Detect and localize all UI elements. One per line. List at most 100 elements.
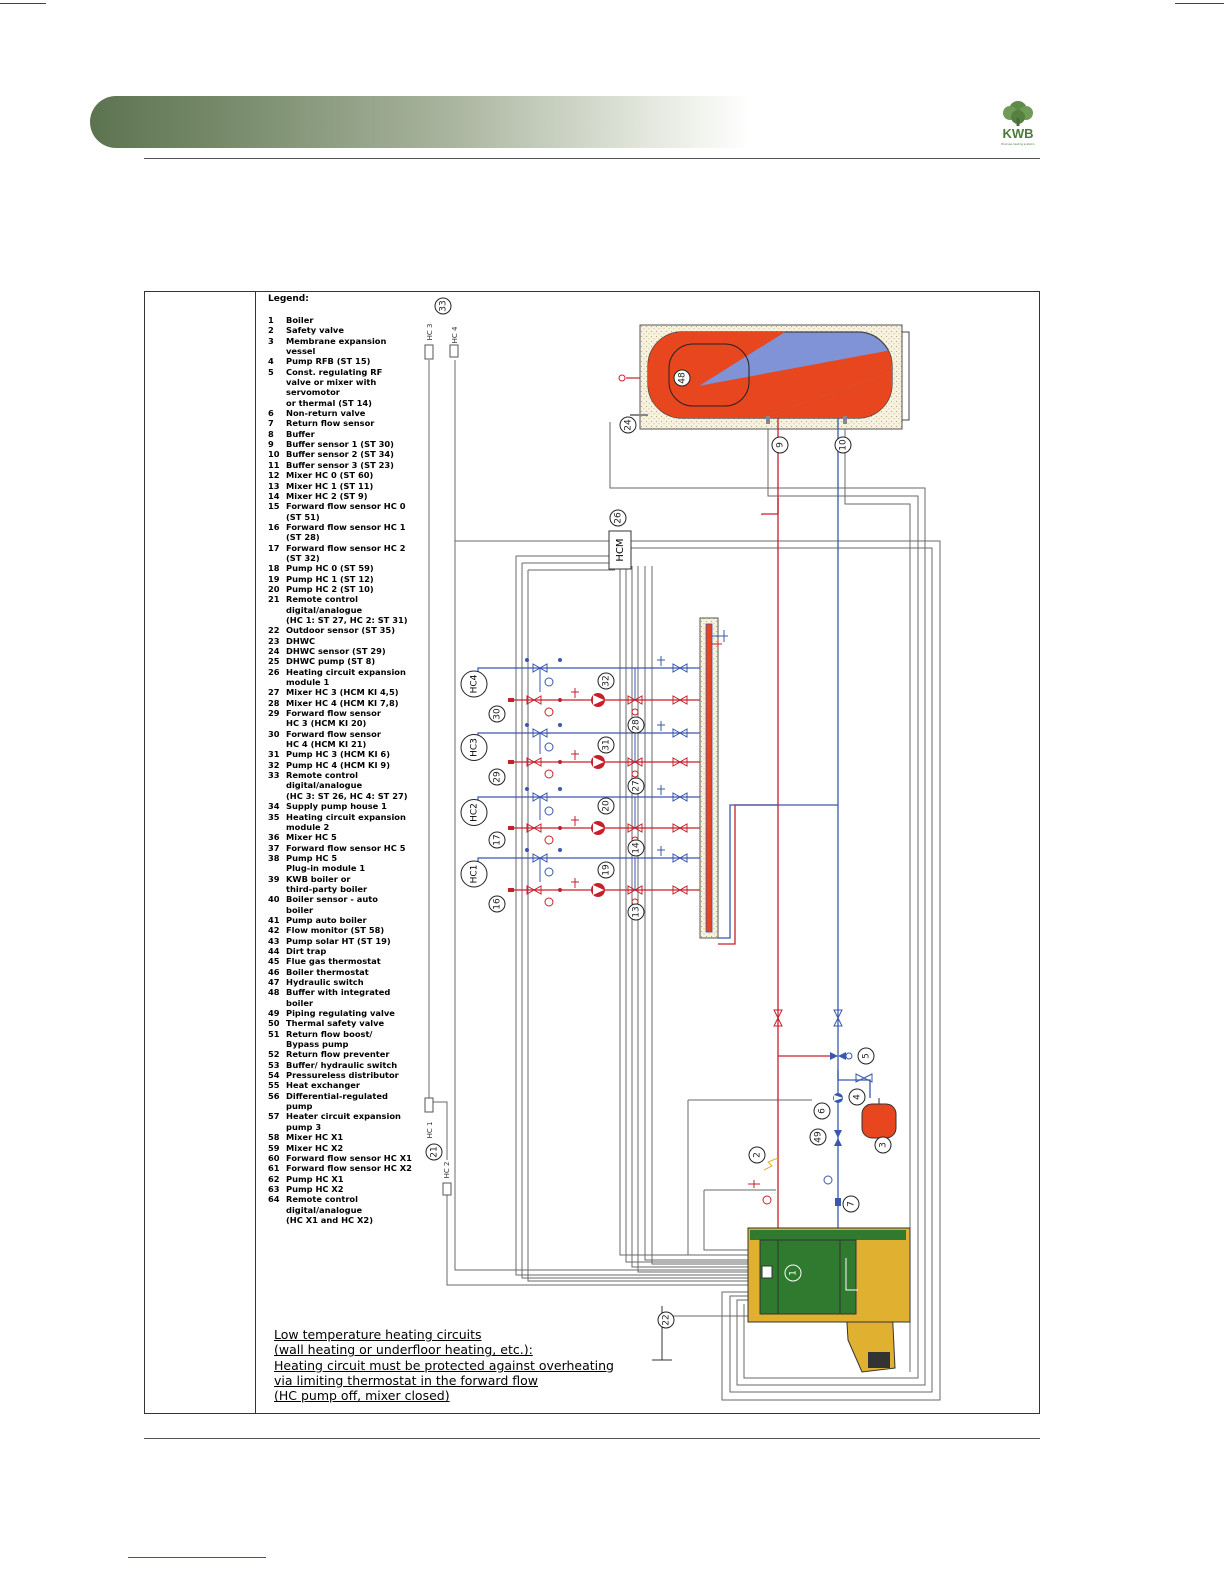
- legend-item-label: Mixer HC 4 (HCM KI 7,8): [286, 697, 399, 708]
- legend-item-label: Pump HC 5 Plug-in module 1: [286, 852, 366, 874]
- remote-label-hc1: HC 1: [426, 1122, 434, 1139]
- legend-item-label: Remote control digital/analogue (HC 3: S…: [286, 770, 408, 801]
- legend-item-label: Mixer HC 1 (ST 11): [286, 480, 374, 491]
- callout-30: [488, 705, 506, 723]
- callout-number: 29: [493, 771, 503, 783]
- callout-number: 28: [632, 719, 642, 731]
- legend-item-label: Mixer HC 0 (ST 60): [286, 470, 374, 481]
- signal-wiring: [428, 360, 941, 1401]
- legend-item-number: 52: [268, 1049, 280, 1060]
- legend-item-label: Forward flow sensor HC 0 (ST 51): [286, 501, 406, 522]
- remote-label-hc3: HC 3: [426, 324, 434, 341]
- legend-item-label: Outdoor sensor (ST 35): [286, 625, 395, 636]
- legend-item-number: 42: [268, 925, 280, 936]
- callout-number: 31: [602, 739, 612, 750]
- legend-item-label: Forward flow sensor HC 4 (HCM KI 21): [286, 728, 381, 750]
- callout-7: [842, 1195, 860, 1213]
- callout-21: [425, 1143, 443, 1161]
- legend-item: 61 Forward flow sensor HC X2: [268, 1163, 418, 1173]
- legend-item-label: Thermal safety valve: [286, 1018, 385, 1029]
- legend-item-label: Forward flow sensor HC X2: [286, 1163, 412, 1174]
- legend-item-label: KWB boiler or third-party boiler: [286, 873, 368, 894]
- legend-item-number: 60: [268, 1152, 280, 1163]
- legend-item-label: Mixer HC 5: [286, 832, 337, 843]
- callout-number: 21: [430, 1146, 440, 1157]
- legend-item-number: 63: [268, 1183, 280, 1194]
- remote-controls: [424, 344, 459, 1196]
- buffer-tank: [618, 324, 910, 430]
- remote-label-hc2: HC 2: [443, 1162, 451, 1179]
- callout-49: [809, 1128, 827, 1146]
- callout-22: [657, 1311, 675, 1329]
- legend-item-number: 30: [268, 728, 280, 739]
- legend-item-number: 27: [268, 687, 280, 698]
- corner-mark-right: [1175, 3, 1224, 4]
- legend-item-label: Dirt trap: [286, 945, 327, 956]
- legend-item-number: 58: [268, 1132, 280, 1143]
- legend-item-label: Pump RFB (ST 15): [286, 356, 371, 367]
- legend-item-number: 24: [268, 646, 280, 656]
- legend-item-label: Boiler sensor - auto boiler: [286, 894, 378, 915]
- callout-4: [848, 1088, 866, 1106]
- callout-number: 49: [814, 1131, 824, 1143]
- legend-item-number: 21: [268, 594, 280, 605]
- corner-mark-left: [0, 3, 46, 4]
- legend-item-label: Mixer HC X2: [286, 1142, 344, 1153]
- legend-item-label: Boiler thermostat: [286, 966, 369, 977]
- legend-item-number: 61: [268, 1163, 280, 1174]
- callout-number: 1: [789, 1270, 799, 1276]
- legend-item-label: Buffer/ hydraulic switch: [286, 1059, 398, 1070]
- legend-item-label: Buffer sensor 1 (ST 30): [286, 439, 394, 450]
- legend-item-label: Forward flow sensor HC 1 (ST 28): [286, 521, 406, 543]
- legend-item-number: 29: [268, 708, 280, 719]
- legend-item-number: 38: [268, 852, 280, 863]
- legend-item-number: 20: [268, 583, 280, 594]
- legend-item-label: Forward flow sensor HC X1: [286, 1152, 412, 1163]
- legend-item-number: 57: [268, 1111, 280, 1122]
- boiler: [747, 1227, 911, 1373]
- legend-item-label: Heating circuit expansion module 1: [286, 666, 406, 688]
- legend-item-number: 8: [268, 428, 274, 439]
- callout-48: [673, 369, 691, 387]
- legend-item-number: 16: [268, 521, 280, 532]
- legend-item-number: 62: [268, 1173, 280, 1184]
- callout-26: [609, 509, 627, 527]
- legend-item-number: 18: [268, 563, 280, 574]
- remote-label-hc4: HC 4: [451, 326, 459, 343]
- callout-number: 13: [632, 906, 642, 917]
- legend-item-number: 10: [268, 449, 280, 460]
- legend-item-number: 41: [268, 914, 280, 925]
- callout-number: 3: [879, 1142, 889, 1148]
- legend-item-label: Pump solar HT (ST 19): [286, 935, 391, 946]
- legend-item-label: Return flow boost/ Bypass pump: [286, 1028, 373, 1050]
- legend-item-number: 3: [268, 335, 274, 346]
- legend-item-number: 25: [268, 656, 280, 667]
- legend-item-number: 34: [268, 801, 280, 812]
- legend-item-number: 49: [268, 1008, 280, 1019]
- legend-item-number: 6: [268, 408, 274, 419]
- remote-labels: HC 3 HC 4 HC 1 HC 2: [426, 324, 459, 1179]
- footer-link-underline[interactable]: [128, 1557, 266, 1558]
- main-risers: [718, 418, 871, 1228]
- legend-item-label: Pump HC X2: [286, 1183, 344, 1194]
- legend-item-number: 64: [268, 1194, 280, 1205]
- legend-item-number: 50: [268, 1018, 280, 1029]
